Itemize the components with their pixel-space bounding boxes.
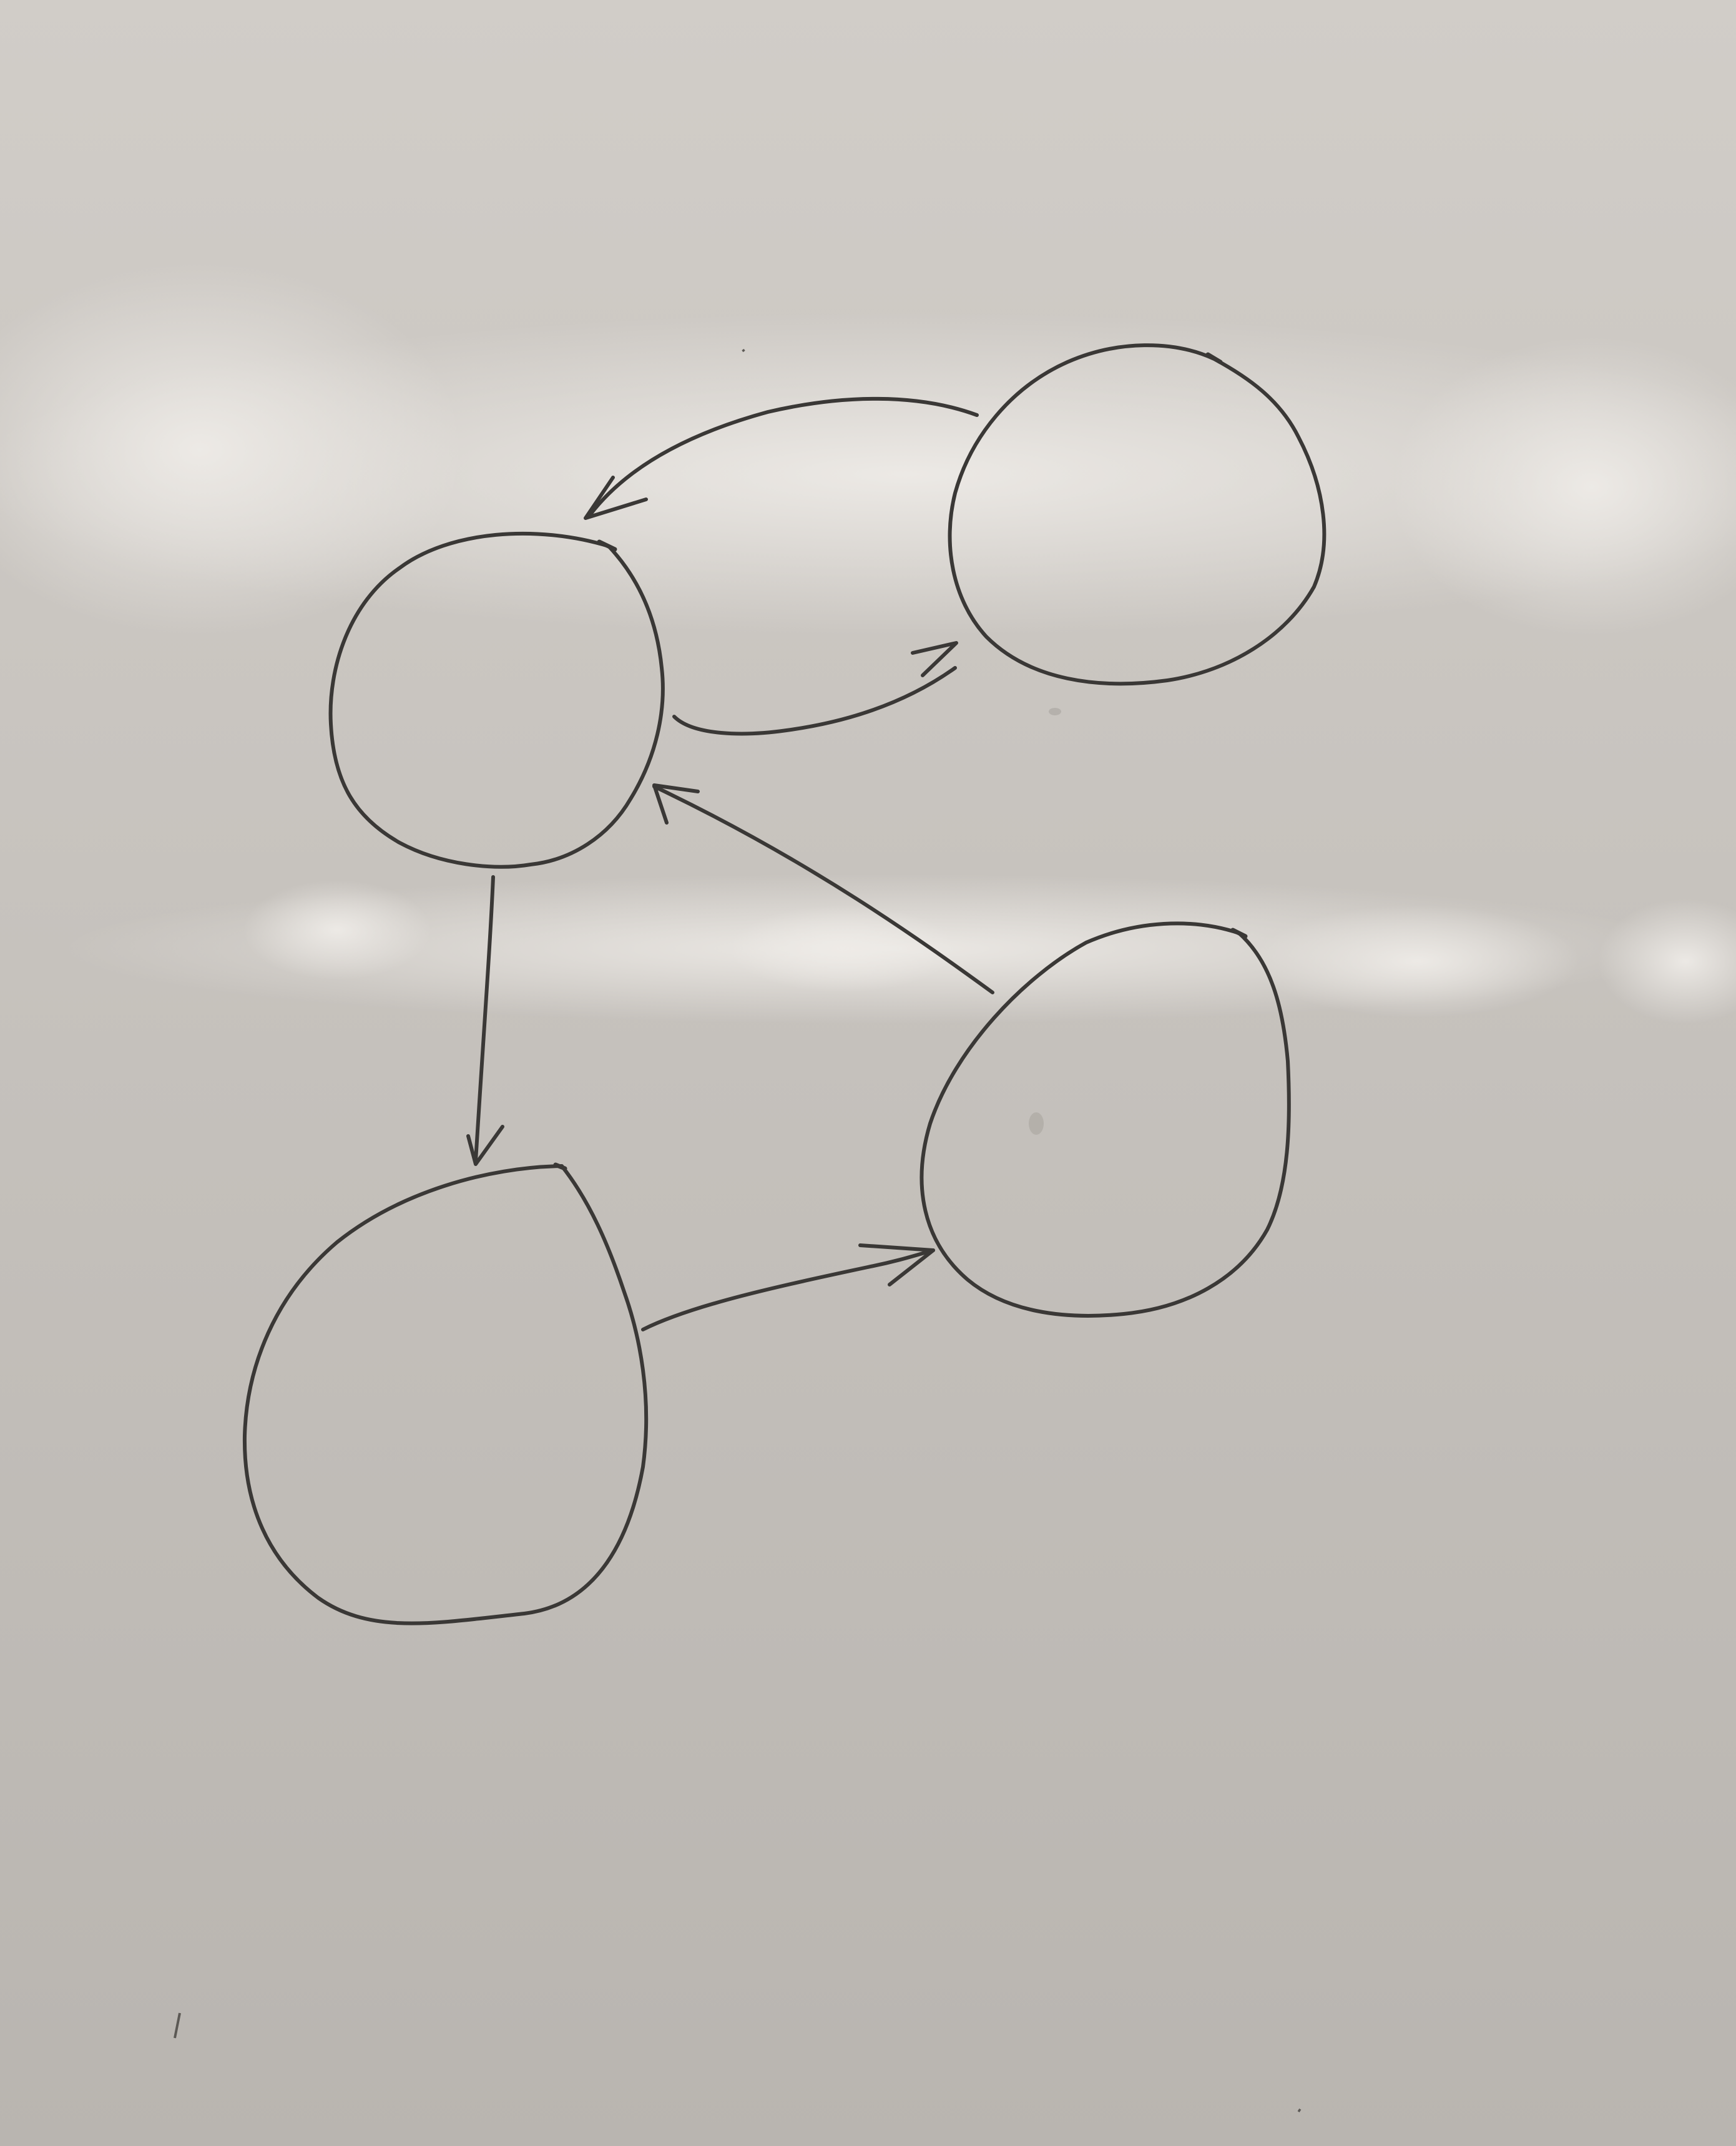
arrowhead-bottom-left-to-bottom-right [858, 1243, 935, 1286]
stray-mark-top [742, 348, 745, 353]
stray-mark-bottom-right [1297, 2108, 1302, 2113]
arrowhead-top-right-to-top-left [584, 476, 648, 520]
node-bottom-left [242, 1164, 649, 1625]
node-bottom-right [919, 921, 1291, 1318]
node-top-right [948, 343, 1327, 686]
edge-bottom-left-to-bottom-right [641, 1248, 935, 1331]
smudge-bottom-right-node [1029, 1112, 1044, 1135]
edge-bottom-right-to-top-left [652, 785, 994, 994]
glare-far-right [1598, 899, 1736, 1024]
arrowhead-top-left-to-top-right [911, 641, 958, 677]
arrowhead-top-left-to-bottom-left [466, 1125, 504, 1166]
edge-top-left-to-top-right [672, 666, 957, 736]
stray-mark-bottom-left [174, 2012, 181, 2039]
node-bottom-left-tick [553, 1162, 567, 1171]
glare-right-upper [1392, 337, 1736, 637]
glare-left-upper [0, 262, 462, 637]
node-top-right-tick [1205, 352, 1223, 365]
smudge-top-left-node [1049, 708, 1061, 715]
arrowhead-bottom-right-to-top-left [652, 783, 700, 825]
glare-spot-left [243, 880, 431, 980]
node-bottom-right-tick [1230, 928, 1248, 939]
node-top-left-tick [597, 539, 617, 552]
edge-top-left-to-bottom-left [474, 875, 495, 1163]
glare-spot-center [730, 905, 955, 992]
node-top-left [328, 531, 665, 869]
edge-top-right-to-top-left [588, 396, 979, 517]
glare-spot-right [1255, 905, 1579, 1017]
